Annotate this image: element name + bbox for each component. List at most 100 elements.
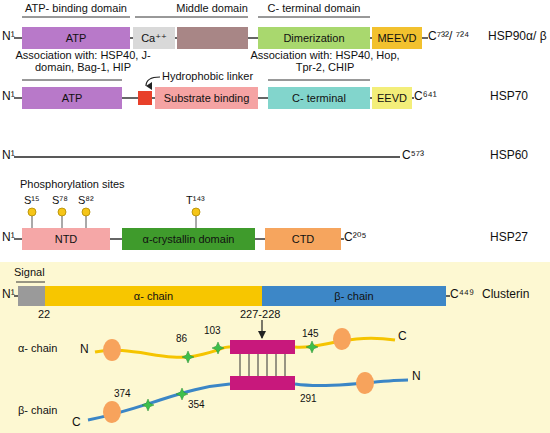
domain-bracket: [268, 80, 370, 81]
domain-bracket: [22, 80, 122, 81]
phospho-pin: [28, 208, 36, 216]
protein-name: Clusterin: [482, 288, 529, 300]
glycosylation-star: [182, 351, 194, 363]
phospho-pin: [192, 208, 200, 216]
terminus-label: C: [398, 330, 407, 342]
domain-box: ATP: [22, 87, 122, 109]
terminus-label: N¹: [2, 231, 15, 243]
domain-bracket: [135, 17, 248, 18]
domain-box: Dimerization: [258, 27, 370, 49]
terminus-label: N: [80, 343, 89, 355]
terminus-label: N: [412, 370, 421, 382]
cysteine-domain: [230, 340, 295, 354]
node-text: EEVD: [377, 92, 407, 104]
terminus-label: 145: [302, 328, 319, 340]
node-text: α-crystallin domain: [143, 233, 235, 245]
node-text: α- chain: [134, 290, 173, 302]
glycan-blob: [356, 372, 374, 394]
node-text: ATP: [66, 32, 87, 44]
domain-bracket: [16, 282, 45, 283]
node-text: MEEVD: [377, 32, 416, 44]
domain-bracket: [22, 17, 130, 18]
leader-arrow: [146, 77, 160, 86]
region-label: Middle domain: [162, 2, 262, 14]
glycan-blob: [333, 328, 351, 350]
region-label: C- terminal domain: [254, 2, 374, 14]
beta-chain-line: [295, 380, 408, 386]
node-text: Substrate binding: [164, 92, 250, 104]
domain-box: α-crystallin domain: [122, 228, 255, 250]
motif-box: MEEVD: [372, 27, 422, 49]
disulfide-bond: [276, 354, 277, 376]
terminus-label: 291: [300, 393, 317, 405]
terminus-label: C⁷³²/ ⁷²⁴: [428, 30, 469, 42]
disulfide-bond: [258, 354, 259, 376]
glycosylation-star: [176, 388, 188, 400]
region-label: α- chain: [18, 342, 57, 354]
node-text: CTD: [292, 233, 315, 245]
node-text: C- terminal: [292, 92, 346, 104]
domain-box: Ca⁺⁺: [133, 27, 175, 49]
terminus-label: N¹: [2, 90, 15, 102]
chain-box: β- chain: [262, 286, 446, 306]
disulfide-bond: [249, 354, 250, 376]
protein-name: HSP70: [490, 90, 528, 102]
glycosylation-star: [142, 399, 154, 411]
backbone-line: [14, 156, 400, 158]
site-label: T¹⁴³: [186, 194, 205, 206]
terminus-label: 354: [188, 399, 205, 411]
pin-stem: [62, 216, 63, 228]
region-label: Association with: HSP40, J-domain, Bag-1…: [8, 49, 158, 73]
protein-name: HSP27: [490, 231, 528, 243]
callout-label: Hydrophobic linker: [162, 70, 253, 82]
domain-box: NTD: [22, 228, 110, 250]
pin-stem: [196, 216, 197, 228]
pin-stem: [32, 216, 33, 228]
site-label: S⁷⁸: [52, 194, 68, 206]
terminus-label: C⁴⁴⁹: [450, 288, 474, 300]
node-text: β- chain: [334, 290, 373, 302]
region-label: Association with: HSP40, Hop, Tpr-2, CHI…: [250, 49, 400, 73]
terminus-label: C⁶⁴¹: [414, 90, 437, 102]
terminus-label: 103: [204, 325, 221, 337]
cysteine-domain: [230, 376, 295, 390]
cleavage-arrow: [261, 320, 262, 338]
pin-stem: [86, 216, 87, 228]
domain-box: ATP: [22, 27, 130, 49]
node-text: Dimerization: [283, 32, 344, 44]
terminus-label: 227-228: [240, 308, 280, 320]
disulfide-bond: [285, 354, 286, 376]
site-label: S¹⁵: [24, 194, 40, 206]
domain-box: C- terminal: [268, 87, 370, 109]
terminus-label: C²⁰⁵: [344, 231, 366, 243]
disulfide-bond: [267, 354, 268, 376]
node-text: Ca⁺⁺: [141, 32, 167, 44]
domain-box: Substrate binding: [155, 87, 258, 109]
terminus-label: 86: [176, 333, 187, 345]
clusterin-band: [0, 262, 550, 433]
site-label: S⁸²: [78, 194, 94, 206]
glycan-blob: [103, 401, 121, 423]
region-label: ATP- binding domain: [16, 2, 136, 14]
region-label: Phosphorylation sites: [20, 178, 125, 190]
glycan-blob: [103, 339, 121, 361]
terminus-label: C: [72, 416, 81, 428]
region-label: Signal: [14, 266, 45, 278]
node-text: NTD: [55, 233, 78, 245]
protein-name: HSP60: [490, 149, 528, 161]
middle-domain-box: [177, 27, 248, 49]
chain-box: α- chain: [45, 286, 262, 306]
domain-box: CTD: [265, 228, 341, 250]
phospho-pin: [82, 208, 90, 216]
linker-box: [138, 91, 152, 105]
signal-box: [18, 286, 45, 306]
protein-name: HSP90α/ β: [488, 30, 547, 42]
phospho-pin: [58, 208, 66, 216]
domain-bracket: [258, 17, 370, 18]
disulfide-bond: [240, 354, 241, 376]
terminus-label: N¹: [2, 149, 15, 161]
terminus-label: N¹: [2, 288, 15, 300]
terminus-label: C⁵⁷³: [402, 149, 424, 161]
terminus-label: 374: [114, 388, 131, 400]
